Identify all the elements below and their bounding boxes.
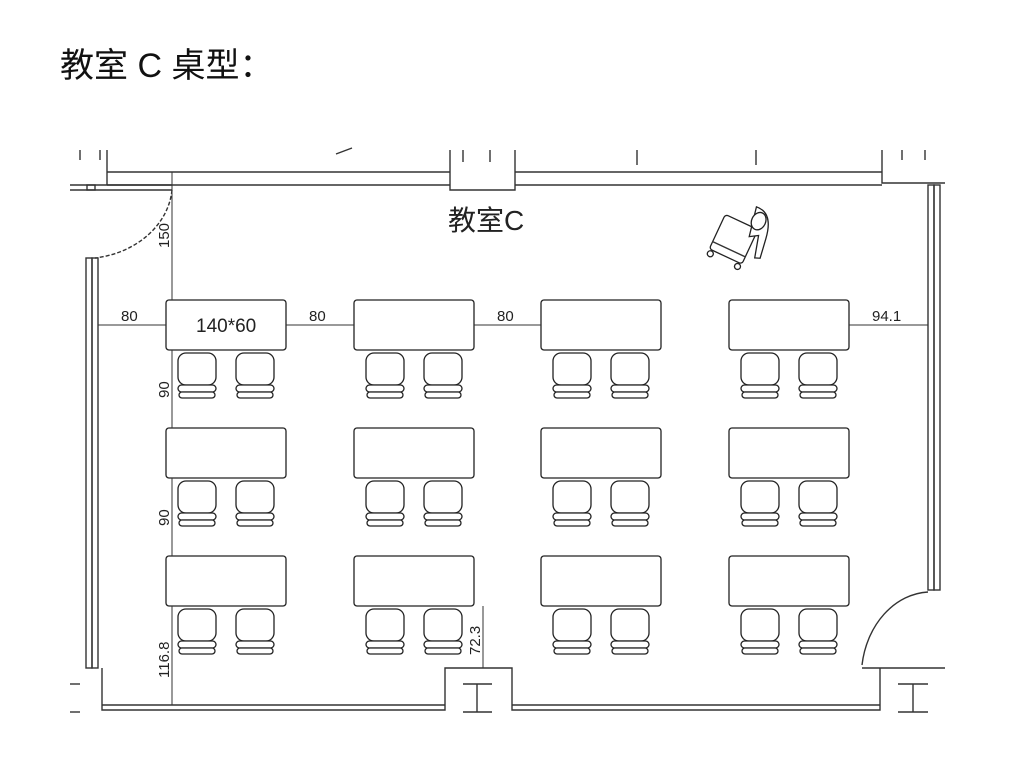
dim-desk-gap-1: 80 bbox=[309, 308, 326, 325]
desk-group bbox=[728, 299, 850, 399]
dim-bottom-gap-left: 116.8 bbox=[156, 642, 173, 678]
dim-bottom-gap-mid: 72.3 bbox=[467, 626, 484, 655]
walls bbox=[70, 147, 945, 713]
desk bbox=[353, 427, 475, 479]
desk-group bbox=[353, 427, 475, 527]
chair bbox=[235, 352, 275, 399]
chair bbox=[798, 608, 838, 655]
dimension-lines bbox=[98, 172, 928, 705]
desk bbox=[165, 555, 287, 607]
chair bbox=[177, 608, 217, 655]
chair bbox=[177, 480, 217, 527]
chair bbox=[552, 608, 592, 655]
desk-group bbox=[540, 299, 662, 399]
chair bbox=[423, 480, 463, 527]
dim-left-gap: 80 bbox=[121, 308, 138, 325]
chair bbox=[610, 480, 650, 527]
desk bbox=[353, 299, 475, 351]
chair bbox=[365, 480, 405, 527]
desk-group bbox=[353, 299, 475, 399]
chair bbox=[610, 352, 650, 399]
chair bbox=[610, 608, 650, 655]
desk bbox=[353, 555, 475, 607]
chair bbox=[365, 352, 405, 399]
chair bbox=[798, 480, 838, 527]
desk bbox=[728, 555, 850, 607]
chair bbox=[552, 352, 592, 399]
chair bbox=[740, 480, 780, 527]
desk-group bbox=[540, 427, 662, 527]
desk-group bbox=[728, 555, 850, 655]
desk bbox=[540, 299, 662, 351]
desk bbox=[728, 299, 850, 351]
chair bbox=[235, 480, 275, 527]
chair bbox=[740, 352, 780, 399]
desk-group bbox=[540, 555, 662, 655]
desk-size-label: 140*60 bbox=[196, 316, 256, 337]
dim-row-gap-2: 90 bbox=[156, 509, 173, 526]
desk bbox=[728, 427, 850, 479]
desk-group bbox=[165, 299, 287, 399]
chair bbox=[552, 480, 592, 527]
chair bbox=[235, 608, 275, 655]
dim-top-gap: 150 bbox=[156, 223, 173, 248]
room-label: 教室C bbox=[448, 205, 524, 236]
dim-desk-gap-2: 80 bbox=[497, 308, 514, 325]
chair bbox=[740, 608, 780, 655]
teacher-with-cart-icon bbox=[706, 206, 769, 271]
desk bbox=[540, 555, 662, 607]
desk bbox=[165, 427, 287, 479]
desk-group bbox=[165, 555, 287, 655]
desk bbox=[540, 427, 662, 479]
desk-group bbox=[165, 427, 287, 527]
chair bbox=[365, 608, 405, 655]
chair bbox=[423, 352, 463, 399]
dim-right-gap: 94.1 bbox=[872, 308, 901, 325]
dim-row-gap-1: 90 bbox=[156, 381, 173, 398]
chair bbox=[423, 608, 463, 655]
chair bbox=[798, 352, 838, 399]
desk-group bbox=[353, 555, 475, 655]
desk-grid bbox=[165, 299, 850, 655]
page-heading: 教室 C 桌型： bbox=[60, 47, 274, 85]
desk-group bbox=[728, 427, 850, 527]
chair bbox=[177, 352, 217, 399]
